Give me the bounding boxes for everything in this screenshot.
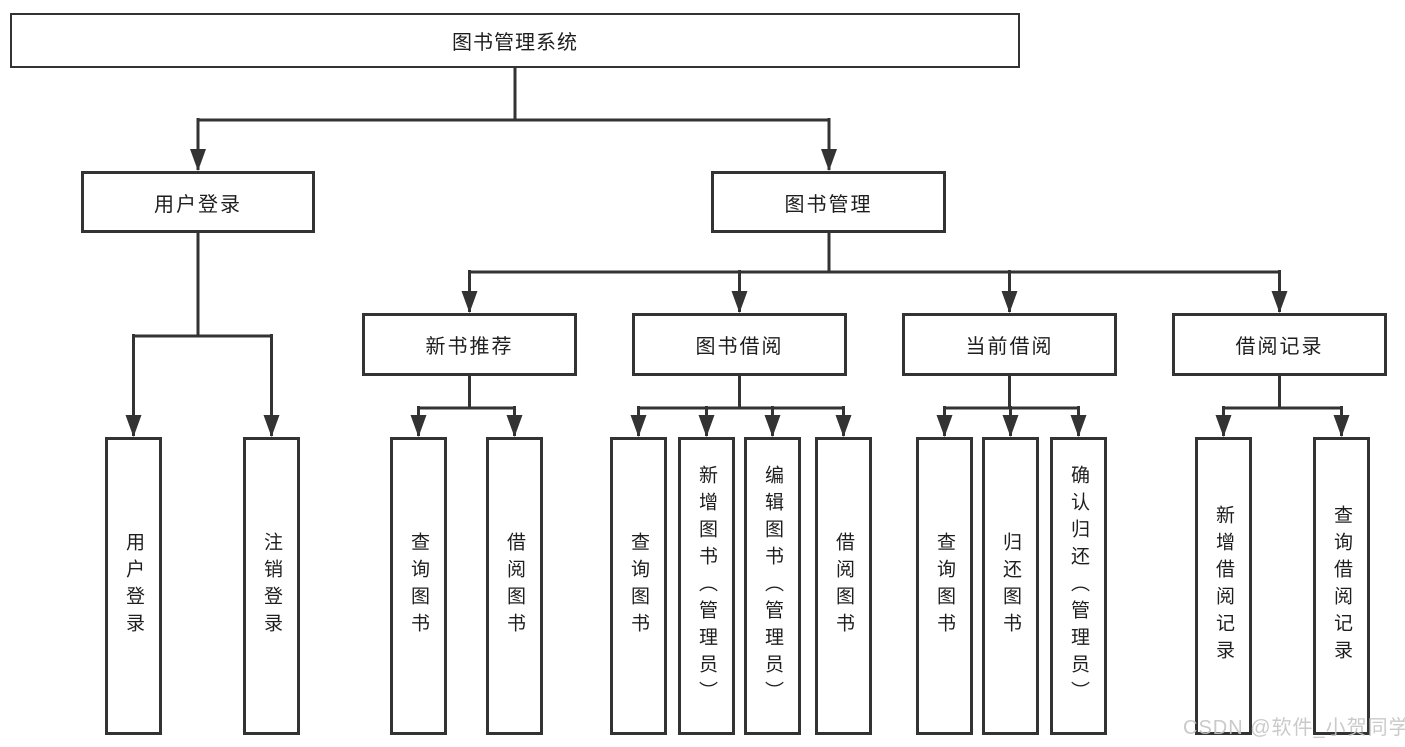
node-book-management: 图书管理 <box>711 171 946 233</box>
edge-root-trunk <box>198 68 829 122</box>
node-book-borrowing-label: 图书借阅 <box>695 336 784 358</box>
node-borrowing-records-label: 借阅记录 <box>1235 336 1324 358</box>
leaf-return-book-label: 归还图书 <box>1000 532 1021 640</box>
edge-new-book-rec-trunk <box>418 376 515 410</box>
leaf-query-borrow-record: 查询借阅记录 <box>1313 437 1370 735</box>
leaf-query-book-borrowing: 查询图书 <box>610 437 667 735</box>
edge-current-borrow-trunk <box>944 376 1079 410</box>
leaf-borrow-book-borrowing: 借阅图书 <box>815 437 872 735</box>
node-book-borrowing: 图书借阅 <box>632 313 847 376</box>
node-book-management-label: 图书管理 <box>784 193 873 216</box>
leaf-user-login: 用户登录 <box>105 437 162 735</box>
edge-book-borrow-trunk <box>638 376 844 410</box>
csdn-watermark: CSDN @软件_小贺同学 <box>1183 717 1405 739</box>
node-new-book-recommend: 新书推荐 <box>362 313 577 376</box>
leaf-add-book-admin-label: 新增图书（管理员） <box>696 464 717 708</box>
edge-user-login-trunk <box>133 233 272 338</box>
leaf-query-book-current: 查询图书 <box>916 437 973 735</box>
node-root-label: 图书管理系统 <box>452 32 578 54</box>
leaf-edit-book-admin: 编辑图书（管理员） <box>744 437 801 735</box>
node-current-borrowing-label: 当前借阅 <box>965 336 1054 358</box>
node-user-login: 用户登录 <box>81 171 315 233</box>
leaf-borrow-book-newrec: 借阅图书 <box>486 437 543 735</box>
leaf-logout: 注销登录 <box>243 437 300 735</box>
leaf-query-book-borrowing-label: 查询图书 <box>628 532 649 640</box>
leaf-query-book-current-label: 查询图书 <box>934 532 955 640</box>
leaf-add-borrow-record-label: 新增借阅记录 <box>1213 505 1234 667</box>
leaf-confirm-return-admin-label: 确认归还（管理员） <box>1068 464 1089 708</box>
leaf-return-book: 归还图书 <box>982 437 1039 735</box>
node-new-book-recommend-label: 新书推荐 <box>425 336 514 358</box>
leaf-borrow-book-newrec-label: 借阅图书 <box>504 532 525 640</box>
leaf-borrow-book-borrowing-label: 借阅图书 <box>833 532 854 640</box>
leaf-confirm-return-admin: 确认归还（管理员） <box>1050 437 1107 735</box>
leaf-query-borrow-record-label: 查询借阅记录 <box>1331 505 1352 667</box>
leaf-query-book-newrec: 查询图书 <box>390 437 447 735</box>
leaf-query-book-newrec-label: 查询图书 <box>408 532 429 640</box>
leaf-user-login-label: 用户登录 <box>123 532 144 640</box>
node-user-login-label: 用户登录 <box>154 193 242 216</box>
node-root-library-system: 图书管理系统 <box>10 13 1020 68</box>
node-borrowing-records: 借阅记录 <box>1172 313 1387 376</box>
edge-borrow-record-trunk <box>1223 376 1342 410</box>
edge-book-mgmt-trunk <box>469 233 1280 274</box>
leaf-logout-label: 注销登录 <box>261 532 282 640</box>
leaf-add-borrow-record: 新增借阅记录 <box>1195 437 1252 735</box>
leaf-edit-book-admin-label: 编辑图书（管理员） <box>762 464 783 708</box>
node-current-borrowing: 当前借阅 <box>902 313 1117 376</box>
leaf-add-book-admin: 新增图书（管理员） <box>678 437 735 735</box>
